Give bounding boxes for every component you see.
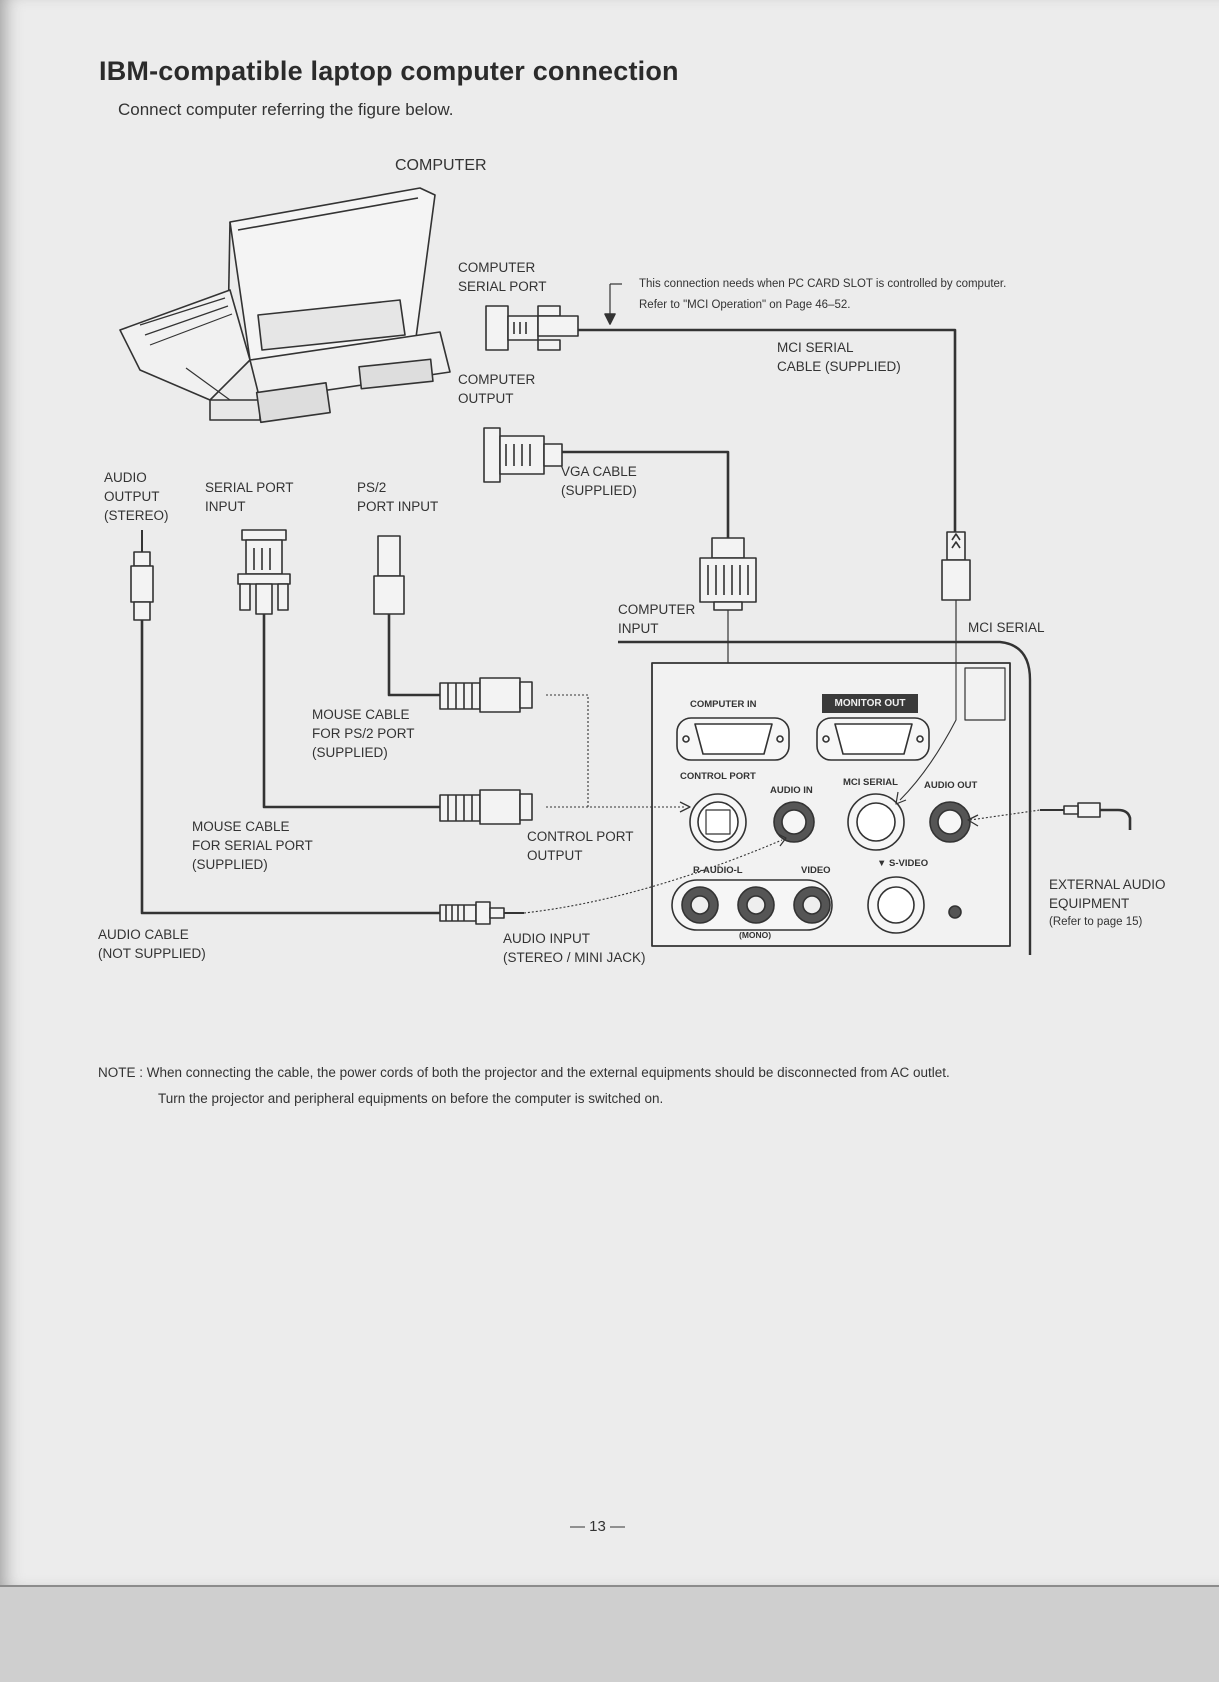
computer-output-vga-connector	[483, 427, 563, 483]
mouse-serial-connector	[439, 789, 533, 825]
label-computer-input: COMPUTER INPUT	[618, 602, 696, 636]
manual-page	[0, 0, 1219, 1585]
panel-label-audio-l: R-AUDIO-L	[693, 865, 743, 876]
panel-label-control-port: CONTROL PORT	[680, 771, 756, 782]
page-title: IBM-compatible laptop computer connectio…	[99, 56, 679, 86]
label-control-port-output: CONTROL PORT OUTPUT	[527, 829, 634, 863]
label-ps2-port-input: PS/2 PORT INPUT	[357, 480, 439, 514]
scan-bottom-edge	[0, 1585, 1219, 1682]
label-audio-cable: AUDIO CABLE (NOT SUPPLIED)	[98, 927, 206, 961]
note-line-2: Turn the projector and peripheral equipm…	[158, 1091, 664, 1106]
label-computer-output: COMPUTER OUTPUT	[458, 372, 536, 406]
external-audio-plug	[967, 802, 1132, 830]
ps2-port-input-plug	[373, 535, 405, 615]
label-computer-serial-port: COMPUTER SERIAL PORT	[458, 260, 547, 294]
s-video-port	[867, 876, 962, 934]
audio-in-jack	[773, 801, 815, 843]
label-mouse-cable-ps2: MOUSE CABLE FOR PS/2 PORT (SUPPLIED)	[312, 707, 415, 760]
panel-label-computer-in: COMPUTER IN	[690, 699, 757, 710]
label-mouse-cable-serial: MOUSE CABLE FOR SERIAL PORT (SUPPLIED)	[192, 819, 313, 872]
mouse-ps2-connector	[439, 677, 533, 713]
panel-label-audio-in: AUDIO IN	[770, 785, 813, 796]
label-pc-card-note-1: This connection needs when PC CARD SLOT …	[639, 278, 1007, 290]
mci-serial-port	[847, 793, 905, 851]
computer-serial-connector	[485, 305, 579, 351]
audio-input-plug	[439, 901, 524, 925]
page-subtitle: Connect computer referring the figure be…	[118, 100, 454, 119]
mouse-serial-cable	[262, 614, 440, 809]
panel-label-video: VIDEO	[801, 865, 831, 876]
mouse-ps2-cable	[387, 614, 440, 697]
audio-out-jack	[929, 801, 971, 843]
computer-in-port	[676, 717, 790, 761]
vga-cable	[562, 450, 730, 538]
projector-body	[618, 640, 1032, 955]
label-external-audio: EXTERNAL AUDIO EQUIPMENT	[1049, 877, 1166, 911]
panel-label-audio-out: AUDIO OUT	[924, 780, 978, 791]
label-mci-serial-cable: MCI SERIAL CABLE (SUPPLIED)	[777, 340, 901, 374]
audio-output-plug	[130, 530, 154, 621]
monitor-out-port	[816, 717, 930, 761]
label-audio-input: AUDIO INPUT (STEREO / MINI JACK)	[503, 931, 646, 965]
label-mci-serial: MCI SERIAL	[968, 620, 1045, 635]
panel-label-mci-serial: MCI SERIAL	[843, 777, 898, 788]
label-pc-card-note-2: Refer to "MCI Operation" on Page 46–52.	[639, 299, 851, 311]
label-audio-output: AUDIO OUTPUT (STEREO)	[104, 470, 169, 523]
mci-serial-plug	[941, 531, 971, 640]
laptop-illustration	[119, 187, 451, 424]
note-line-1: NOTE : When connecting the cable, the po…	[98, 1065, 950, 1080]
label-serial-port-input: SERIAL PORT INPUT	[205, 480, 294, 514]
page-number: — 13 —	[570, 1518, 626, 1535]
audio-cable	[140, 620, 440, 915]
panel-label-mono: (MONO)	[739, 930, 772, 940]
control-port	[689, 793, 747, 851]
label-computer: COMPUTER	[395, 157, 487, 174]
label-vga-cable: VGA CABLE (SUPPLIED)	[561, 464, 637, 498]
panel-label-s-video: ▼ S-VIDEO	[877, 858, 929, 869]
panel-label-monitor-out: MONITOR OUT	[822, 694, 918, 713]
label-external-audio-ref: (Refer to page 15)	[1049, 916, 1143, 928]
mci-serial-cable	[578, 328, 957, 532]
rca-jacks	[671, 879, 833, 931]
serial-port-input-plug	[237, 529, 291, 615]
